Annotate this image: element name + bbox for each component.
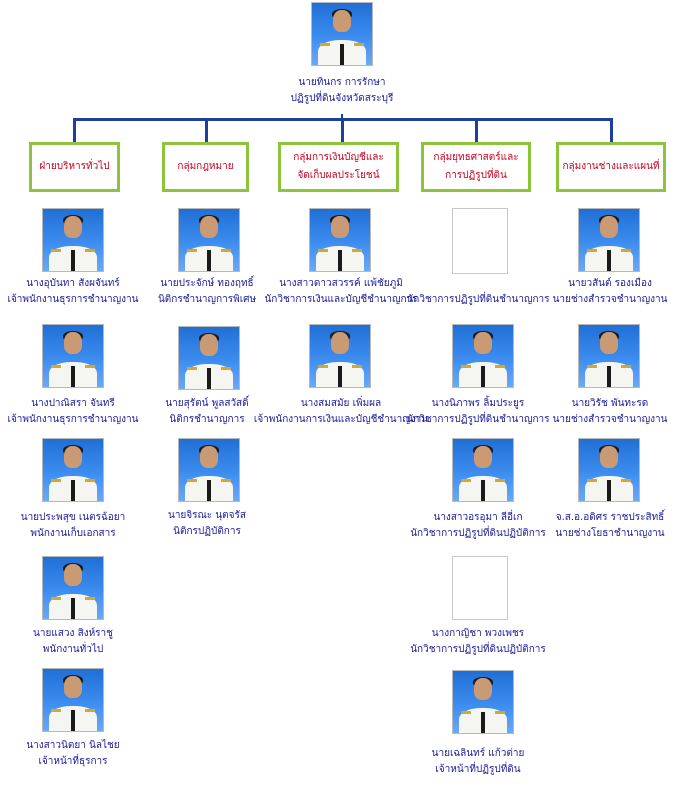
staff-caption: นายวิรัช พันทะรด นายช่างสำรวจชำนาญงาน <box>553 396 668 428</box>
staff-caption: นางสาวนิตยา นิลไชย เจ้าหน้าที่ธุรการ <box>26 738 119 770</box>
connector-dept-5 <box>610 118 613 142</box>
staff-photo <box>452 670 514 734</box>
connector-dept-1 <box>73 118 76 142</box>
staff-photo <box>42 556 104 620</box>
dept-label: กลุ่มกฎหมาย <box>177 161 234 172</box>
staff-position: พนักงานเก็บเอกสาร <box>30 528 116 539</box>
dept-box-engineering: กลุ่มงานช่างและแผนที่ <box>556 142 666 192</box>
staff-caption: นายวสันต์ รองเมือง นายช่างสำรวจชำนาญงาน <box>553 276 668 308</box>
staff-caption: นางกาญิชา พวงเพชร นักวิชาการปฏิรูปที่ดิน… <box>410 626 546 658</box>
staff-name: นางกาญิชา พวงเพชร <box>431 628 525 639</box>
staff-photo <box>309 208 371 272</box>
dept-box-admin: ฝ่ายบริหารทั่วไป <box>29 142 120 192</box>
staff-photo <box>309 324 371 388</box>
staff-position: เจ้าหน้าที่ธุรการ <box>38 756 108 767</box>
staff-photo-placeholder <box>452 556 508 620</box>
staff-name: นายประจักษ์ ทองฤทธิ์ <box>160 278 254 289</box>
head-position: ปฏิรูปที่ดินจังหวัดสระบุรี <box>290 93 394 104</box>
staff-name: นายประพสุข เนตรฉ้อยา <box>20 512 126 523</box>
staff-caption: นายประพสุข เนตรฉ้อยา พนักงานเก็บเอกสาร <box>21 510 126 542</box>
staff-caption: จ.ส.อ.อดิศร ราชประสิทธิ์ นายช่างโยธาชำนา… <box>555 510 664 542</box>
staff-caption: นายจิรณะ นุตจรัส นิติกรปฏิบัติการ <box>168 508 246 540</box>
dept-box-finance: กลุ่มการเงินบัญชีและ จัดเก็บผลประโยชน์ <box>278 142 399 192</box>
staff-caption: นางนิภาพร ลิ้มประยูร นักวิชาการปฏิรูปที่… <box>406 396 549 428</box>
staff-name: นางสาวนิตยา นิลไชย <box>26 740 120 751</box>
staff-position: นิติกรชำนาญการพิเศษ <box>157 294 257 305</box>
head-caption: นายทินกร การรักษา ปฏิรูปที่ดินจังหวัดสระ… <box>291 75 394 107</box>
dept-label: กลุ่มงานช่างและแผนที่ <box>562 161 660 172</box>
head-photo <box>311 2 373 66</box>
staff-photo <box>42 208 104 272</box>
staff-name: นายเฉลินทร์ แก้วต่าย <box>431 748 525 759</box>
staff-photo <box>42 438 104 502</box>
staff-caption: นางสาวดาวสวรรค์ แพ้ชัยภูมิ นักวิชาการเงิ… <box>264 276 417 308</box>
dept-label: จัดเก็บผลประโยชน์ <box>297 170 380 181</box>
staff-position: เจ้าพนักงานธุรการชำนาญงาน <box>7 414 139 425</box>
staff-name: จ.ส.อ.อดิศร ราชประสิทธิ์ <box>555 512 665 523</box>
staff-caption: นายแสวง สิงห์ราชู พนักงานทั่วไป <box>33 626 113 658</box>
dept-label: กลุ่มการเงินบัญชีและ <box>293 152 384 163</box>
staff-position: นักวิชาการปฏิรูปที่ดินปฏิบัติการ <box>410 528 546 539</box>
staff-position: เจ้าหน้าที่ปฏิรูปที่ดิน <box>435 764 521 775</box>
staff-position: นักวิชาการปฏิรูปที่ดินชำนาญการ <box>406 294 550 305</box>
staff-position: พนักงานทั่วไป <box>42 644 104 655</box>
staff-photo <box>178 326 240 390</box>
staff-photo-placeholder <box>452 208 508 274</box>
staff-photo <box>578 438 640 502</box>
connector-dept-4 <box>475 118 478 142</box>
staff-photo <box>42 668 104 732</box>
dept-label: การปฏิรูปที่ดิน <box>445 170 507 181</box>
staff-position: นายช่างโยธาชำนาญงาน <box>555 528 665 539</box>
staff-position: นายช่างสำรวจชำนาญงาน <box>552 294 668 305</box>
connector-dept-2 <box>205 118 208 142</box>
staff-photo <box>452 324 514 388</box>
staff-caption: นักวิชาการปฏิรูปที่ดินชำนาญการ <box>406 292 549 308</box>
staff-caption: นายประจักษ์ ทองฤทธิ์ นิติกรชำนาญการพิเศษ <box>158 276 256 308</box>
staff-caption: นายสุรัตน์ พูลสวัสดิ์ นิติกรชำนาญการ <box>165 396 248 428</box>
staff-photo <box>578 208 640 272</box>
head-name: นายทินกร การรักษา <box>298 77 386 88</box>
dept-box-law: กลุ่มกฎหมาย <box>162 142 249 192</box>
staff-caption: นางสาวอรอุมา ลีอี่เก นักวิชาการปฏิรูปที่… <box>410 510 546 542</box>
staff-name: นายวสันต์ รองเมือง <box>568 278 652 289</box>
staff-caption: นางอุบันทา สังผจันทร์ เจ้าพนักงานธุรการช… <box>8 276 139 308</box>
staff-position: เจ้าพนักงานธุรการชำนาญงาน <box>7 294 139 305</box>
staff-caption: นายเฉลินทร์ แก้วต่าย เจ้าหน้าที่ปฏิรูปที… <box>432 746 525 778</box>
staff-position: เจ้าพนักงานการเงินและบัญชีชำนาญงาน <box>253 414 429 425</box>
staff-position: นิติกรปฏิบัติการ <box>173 526 241 537</box>
dept-box-strategy: กลุ่มยุทธศาสตร์และ การปฏิรูปที่ดิน <box>421 142 531 192</box>
staff-position: นักวิชาการเงินและบัญชีชำนาญการ <box>264 294 418 305</box>
staff-photo <box>452 438 514 502</box>
dept-label: กลุ่มยุทธศาสตร์และ <box>433 152 519 163</box>
staff-name: นางอุบันทา สังผจันทร์ <box>26 278 120 289</box>
staff-photo <box>178 208 240 272</box>
staff-position: นายช่างสำรวจชำนาญงาน <box>552 414 668 425</box>
staff-name: นางสาวอรอุมา ลีอี่เก <box>433 512 523 523</box>
staff-photo <box>578 324 640 388</box>
staff-photo <box>42 324 104 388</box>
dept-label: ฝ่ายบริหารทั่วไป <box>39 161 110 172</box>
staff-name: นางสาวดาวสวรรค์ แพ้ชัยภูมิ <box>279 278 403 289</box>
staff-name: นายวิรัช พันทะรด <box>571 398 649 409</box>
staff-name: นางปาณิสรา จันทรี <box>31 398 115 409</box>
staff-name: นายสุรัตน์ พูลสวัสดิ์ <box>165 398 249 409</box>
staff-name: นางสมสมัย เพิ่มผล <box>300 398 382 409</box>
staff-name: นางนิภาพร ลิ้มประยูร <box>431 398 525 409</box>
staff-name: นายแสวง สิงห์ราชู <box>33 628 113 639</box>
staff-position: นักวิชาการปฏิรูปที่ดินปฏิบัติการ <box>410 644 546 655</box>
staff-caption: นางสมสมัย เพิ่มผล เจ้าพนักงานการเงินและบ… <box>254 396 428 428</box>
staff-name: นายจิรณะ นุตจรัส <box>167 510 247 521</box>
staff-position: นักวิชาการปฏิรูปที่ดินชำนาญการ <box>406 414 550 425</box>
connector-dept-3 <box>341 118 344 142</box>
staff-caption: นางปาณิสรา จันทรี เจ้าพนักงานธุรการชำนาญ… <box>8 396 139 428</box>
staff-position: นิติกรชำนาญการ <box>169 414 245 425</box>
staff-photo <box>178 438 240 502</box>
